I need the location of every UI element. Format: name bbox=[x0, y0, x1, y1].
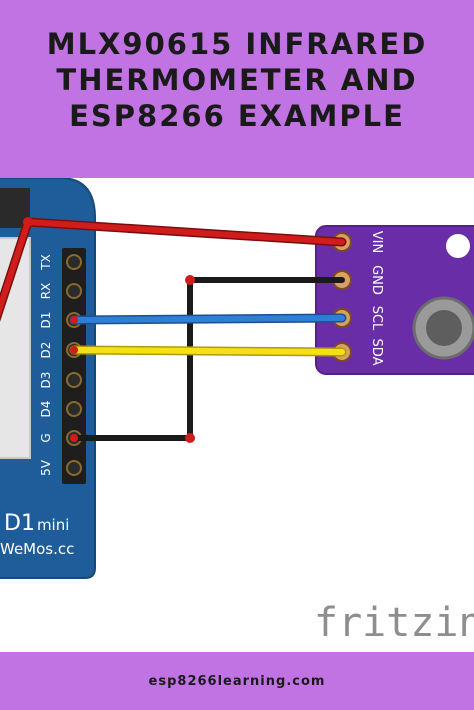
wire-sda bbox=[71, 347, 345, 355]
pin-label-d4: D4 bbox=[39, 401, 53, 418]
mlx90615-sensor-board: VIN GND SCL SDA bbox=[315, 225, 474, 375]
pin-label-5v: 5V bbox=[39, 459, 53, 476]
sensor-label-gnd: GND bbox=[369, 265, 384, 295]
board-pin-labels: TX RX D1 D2 D3 D4 G 5V bbox=[39, 254, 53, 476]
sensor-label-sda: SDA bbox=[369, 339, 384, 366]
wire-end-g bbox=[70, 434, 78, 442]
title-line-1: MLX90615 INFRARED bbox=[46, 27, 428, 61]
pin-pad-5v bbox=[66, 460, 82, 476]
pin-label-tx: TX bbox=[39, 254, 53, 271]
title-line-2: THERMOMETER AND bbox=[56, 63, 418, 97]
pin-pad-tx bbox=[66, 254, 82, 270]
pin-label-d1: D1 bbox=[39, 312, 53, 329]
wire-end-d2 bbox=[70, 346, 78, 354]
ir-sensor-window bbox=[426, 310, 462, 346]
footer-banner bbox=[0, 652, 474, 710]
pin-label-d2: D2 bbox=[39, 342, 53, 359]
pin-pad-d3 bbox=[66, 372, 82, 388]
pin-pad-d4 bbox=[66, 401, 82, 417]
title-line-3: ESP8266 EXAMPLE bbox=[69, 99, 405, 133]
wires bbox=[0, 217, 347, 443]
wire-gnd-bend-top bbox=[185, 275, 195, 285]
pin-label-g: G bbox=[39, 433, 53, 442]
wire-gnd bbox=[71, 277, 345, 441]
mounting-hole bbox=[446, 234, 470, 258]
page-title: MLX90615 INFRARED THERMOMETER AND ESP826… bbox=[0, 26, 474, 134]
wire-end-d1 bbox=[70, 316, 78, 324]
pin-pad-rx bbox=[66, 283, 82, 299]
pin-label-d3: D3 bbox=[39, 372, 53, 389]
board-maker: WeMos.cc bbox=[0, 540, 74, 558]
sensor-label-vin: VIN bbox=[369, 231, 384, 253]
wire-gnd-bend-bottom bbox=[185, 433, 195, 443]
pin-header-strip bbox=[62, 248, 86, 484]
header-banner bbox=[0, 0, 474, 178]
footer-url[interactable]: esp8266learning.com bbox=[148, 674, 326, 689]
wire-vin-bend bbox=[23, 217, 33, 227]
sensor-label-scl: SCL bbox=[369, 306, 384, 331]
pin-label-rx: RX bbox=[39, 283, 53, 300]
fritzing-watermark: fritzing bbox=[314, 600, 474, 646]
wire-scl bbox=[71, 315, 345, 323]
sensor-pin-labels: VIN GND SCL SDA bbox=[369, 231, 384, 366]
